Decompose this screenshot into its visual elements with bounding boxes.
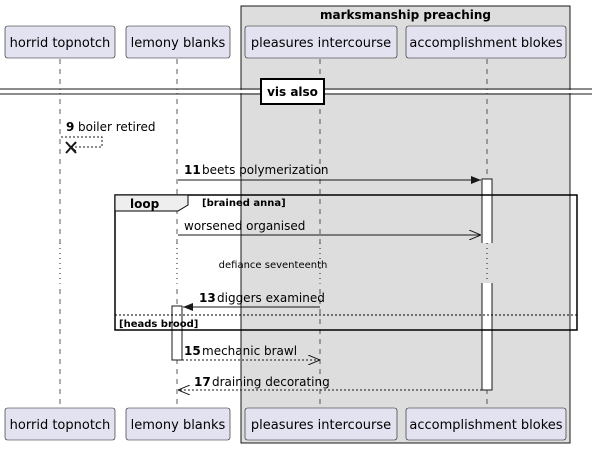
participant-head-lemony-blanks[interactable]: lemony blanks	[125, 25, 231, 59]
message-number: 15	[184, 344, 201, 358]
participant-label: accomplishment blokes	[409, 418, 562, 433]
participant-label: pleasures intercourse	[251, 418, 391, 433]
destroy-icon	[65, 141, 77, 154]
message-13: 13 diggers examined	[183, 291, 325, 311]
delay: defiance seventeenth	[55, 243, 494, 283]
message-text: beets polymerization	[202, 163, 329, 177]
divider-label: vis also	[267, 85, 318, 99]
participant-foot-horrid-topnotch[interactable]: horrid topnotch	[4, 407, 116, 441]
message-text: boiler retired	[78, 120, 156, 134]
message-worsened-organised: worsened organised	[178, 219, 481, 235]
participant-label: horrid topnotch	[10, 36, 111, 51]
loop-fragment: loop [brained anna] [heads brood]	[114, 194, 578, 331]
participant-label: pleasures intercourse	[251, 36, 391, 51]
group-title: marksmanship preaching	[320, 8, 491, 22]
participant-label: accomplishment blokes	[409, 36, 562, 51]
delay-label: defiance seventeenth	[219, 260, 328, 271]
message-number: 9	[66, 120, 74, 134]
participant-head-horrid-topnotch[interactable]: horrid topnotch	[4, 25, 116, 59]
participant-label: lemony blanks	[131, 36, 226, 51]
else-condition: [heads brood]	[119, 319, 198, 330]
message-9: 9 boiler retired	[61, 120, 156, 154]
message-number: 17	[194, 375, 211, 389]
divider: vis also	[0, 78, 592, 105]
participant-label: lemony blanks	[131, 418, 226, 433]
message-17: 17 draining decorating	[178, 375, 482, 390]
message-text: mechanic brawl	[202, 344, 297, 358]
activation-bar-lemony-blanks	[171, 305, 183, 361]
participant-label: horrid topnotch	[10, 418, 111, 433]
message-11: 11 beets polymerization	[178, 163, 481, 184]
loop-keyword: loop	[130, 197, 160, 211]
message-15: 15 mechanic brawl	[182, 344, 320, 360]
message-text: diggers examined	[217, 291, 325, 305]
participant-foot-accomplishment-blokes[interactable]: accomplishment blokes	[405, 407, 567, 441]
message-number: 11	[184, 163, 201, 177]
activation-bar-accomplishment-blokes	[481, 178, 493, 391]
message-text: worsened organised	[184, 219, 305, 233]
participant-foot-pleasures-intercourse[interactable]: pleasures intercourse	[244, 407, 398, 441]
loop-condition: [brained anna]	[202, 198, 286, 209]
participant-foot-lemony-blanks[interactable]: lemony blanks	[125, 407, 231, 441]
participant-head-pleasures-intercourse[interactable]: pleasures intercourse	[244, 25, 398, 59]
message-text: draining decorating	[212, 375, 330, 389]
message-number: 13	[199, 291, 216, 305]
participant-head-accomplishment-blokes[interactable]: accomplishment blokes	[405, 25, 567, 59]
